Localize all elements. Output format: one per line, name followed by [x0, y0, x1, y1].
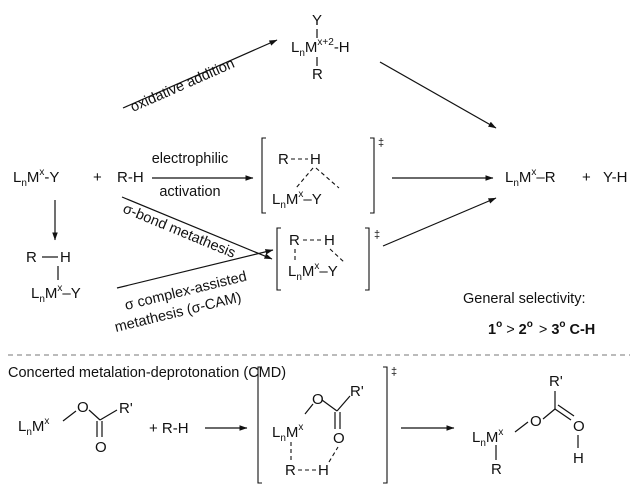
- cmd-ts-left-bracket: [257, 366, 262, 484]
- cmd-reactant-rprime: R': [119, 400, 133, 417]
- electrophilic-label-line2: activation: [159, 184, 220, 200]
- cmd-plus-rh: + R-H: [149, 420, 189, 437]
- sbm-ts-dashed-hy: [329, 248, 346, 264]
- oxidative-addition-label: oxidative addition: [128, 56, 237, 116]
- cmd-reactant-o-carbonyl: O: [95, 439, 107, 456]
- svg-text:LnMx: LnMx: [272, 422, 303, 444]
- sigma-complex: R H LnMx–Y: [26, 249, 81, 305]
- electrophilic-label-line1: electrophilic: [152, 151, 229, 167]
- cmd-reactant-bond-m-o: [62, 410, 77, 422]
- cmd-product-h: H: [573, 450, 584, 467]
- electrophilic-ts-right-bracket: [370, 137, 375, 214]
- sigma-bond-metathesis-arrow: [121, 196, 273, 260]
- svg-text:LnMx: LnMx: [18, 416, 49, 438]
- cmd-ts-o-ether: O: [312, 391, 324, 408]
- svg-text:LnMx–Y: LnMx–Y: [272, 189, 322, 211]
- cmd-product-o-hydroxyl: O: [573, 418, 585, 435]
- sbm-ts-r: R: [289, 232, 300, 249]
- cmd-reactant-o-ether: O: [77, 399, 89, 416]
- product-metal-complex: LnMx–R: [505, 167, 556, 189]
- cmd-title: Concerted metalation-deprotonation (CMD): [8, 365, 286, 381]
- cmd-product-bond-m-o: [514, 421, 529, 433]
- electrophilic-ts-left-bracket: [261, 137, 266, 214]
- oa-r-ligand: R: [312, 66, 323, 83]
- electrophilic-ts-dagger: ‡: [378, 137, 384, 149]
- cmd-ts-dagger: ‡: [391, 366, 397, 378]
- oxidative-addition-arrow: [122, 39, 278, 109]
- sigma-complex-h: H: [60, 249, 71, 266]
- electrophilic-ts-r: R: [278, 151, 289, 168]
- sigma-complex-r: R: [26, 249, 37, 266]
- cmd-ts-bond-o-c: [321, 399, 338, 412]
- oa-to-product-arrow: [379, 61, 497, 129]
- sbm-ts-h: H: [324, 232, 335, 249]
- selectivity-title: General selectivity:: [463, 291, 586, 307]
- sigma-bond-metathesis-label: σ-bond metathesis: [120, 201, 237, 262]
- electrophilic-ts-h: H: [310, 151, 321, 168]
- cmd-product-r: R: [491, 461, 502, 478]
- cmd-ts-r: R: [285, 462, 296, 479]
- sbm-ts-right-bracket: [365, 227, 370, 291]
- cmd-ts-right-bracket: [383, 366, 388, 484]
- sigma-bond-metathesis-transition-state: R H LnMx–Y ‡: [276, 227, 380, 291]
- reactant-plus-sign: +: [93, 169, 102, 186]
- svg-text:1o>2o>3oC-H: 1o>2o>3oC-H: [488, 319, 595, 338]
- cmd-ts-bond-c-r: [336, 395, 351, 412]
- byproduct-yh: Y-H: [603, 169, 627, 186]
- electrophilic-ts-dashed-hm: [295, 167, 314, 189]
- svg-text:LnMx-Y: LnMx-Y: [13, 167, 59, 189]
- cmd-ts-rprime: R': [350, 383, 364, 400]
- svg-text:LnMx: LnMx: [472, 427, 503, 449]
- electrophilic-transition-state: R H LnMx–Y ‡: [261, 137, 384, 214]
- svg-text:LnMx–Y: LnMx–Y: [288, 261, 338, 283]
- svg-text:LnMx–R: LnMx–R: [505, 167, 556, 189]
- oa-y-ligand: Y: [312, 12, 322, 29]
- cmd-reactant-bond-o-c: [88, 409, 101, 421]
- sbm-ts-left-bracket: [276, 227, 281, 291]
- cmd-ts-dashed-h-o: [328, 446, 339, 463]
- cmd-product-bond-o-c: [542, 408, 556, 420]
- cmd-product-carbonyl-bond-a: [554, 408, 572, 421]
- sbm-ts-dagger: ‡: [374, 229, 380, 241]
- cmd-reactant-carboxylate-complex: LnMx O R' O: [18, 399, 133, 456]
- cmd-product-carbonyl-bond-b: [557, 404, 575, 417]
- electrophilic-ts-dashed-hy: [315, 167, 340, 189]
- cmd-ts-bond-m-o: [304, 403, 314, 415]
- reactant-metal-complex: LnMx-Y: [13, 167, 59, 189]
- cmd-product: LnMx R O R' O H: [472, 373, 585, 478]
- cmd-product-rprime: R': [549, 373, 563, 390]
- oa-metal-center: LnMx+2-H: [291, 37, 350, 59]
- svg-text:LnMx–Y: LnMx–Y: [31, 283, 81, 305]
- cmd-transition-state: O R' O LnMx R H ‡: [257, 366, 397, 484]
- svg-text:LnMx+2-H: LnMx+2-H: [291, 37, 350, 59]
- sigma-cam-arrow: [116, 249, 274, 289]
- cmd-product-o-ether: O: [530, 413, 542, 430]
- cmd-reactant-bond-c-r: [99, 409, 118, 421]
- cmd-ts-h: H: [318, 462, 329, 479]
- cmd-ts-o-carbonyl: O: [333, 430, 345, 447]
- sbm-to-product-arrow: [382, 197, 497, 247]
- substrate-rh: R-H: [117, 169, 144, 186]
- product-plus-sign: +: [582, 169, 591, 186]
